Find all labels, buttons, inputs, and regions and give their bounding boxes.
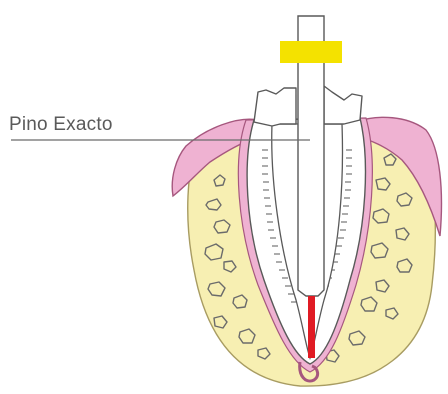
gutta-percha-filling [308,296,315,358]
tooth-crown-right [324,86,362,124]
rubber-stopper [280,41,342,63]
post-label: Pino Exacto [9,114,113,136]
tooth-crown [254,88,296,126]
